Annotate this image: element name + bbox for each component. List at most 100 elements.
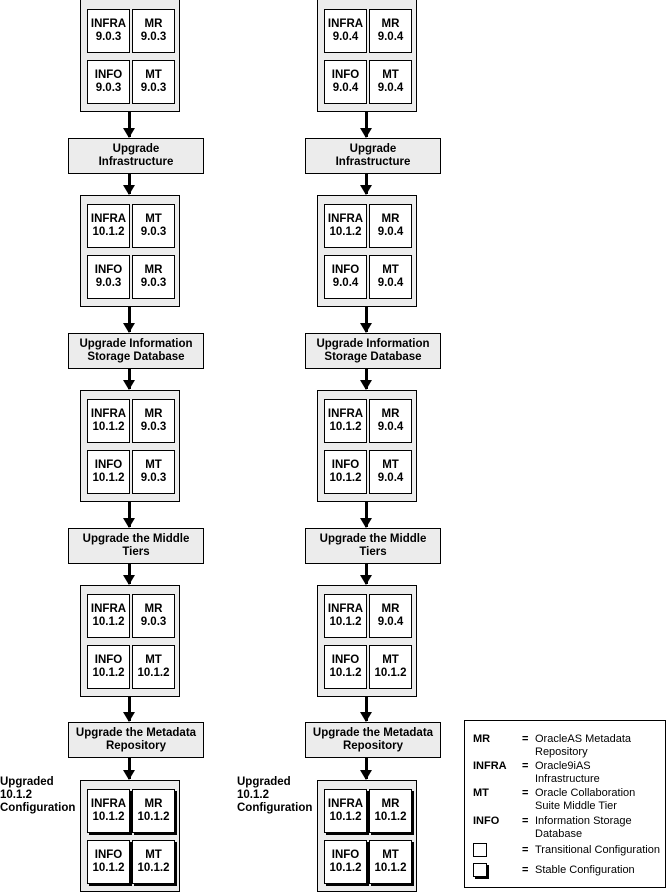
component-version: 9.0.4: [332, 31, 359, 43]
legend-key: INFO: [473, 815, 500, 827]
component-name: INFO: [94, 69, 123, 81]
transitional-configuration-swatch: [473, 843, 487, 857]
flow-arrow: [360, 174, 372, 195]
legend-symbol-stable: = Stable Configuration: [473, 863, 663, 880]
component-name: MT: [382, 849, 399, 861]
final-label-line: Configuration: [0, 802, 76, 814]
step-label-line: Upgrade the Metadata: [75, 727, 197, 739]
legend-symbol-transitional: =Transitional Configuration: [473, 843, 663, 860]
component-name: MR: [381, 603, 400, 615]
legend-definition-line: OracleAS Metadata: [535, 733, 631, 745]
legend-definition: Transitional Configuration: [535, 844, 660, 856]
legend-key: MR: [473, 733, 491, 745]
component-version: 9.0.4: [332, 277, 359, 289]
component-version: 10.1.2: [329, 616, 362, 628]
component-version: 9.0.3: [140, 277, 167, 289]
step-label-line: Infrastructure: [335, 156, 411, 168]
component-name: INFRA: [90, 213, 127, 225]
step-label-line: Storage Database: [324, 351, 422, 363]
component-name: INFO: [331, 654, 360, 666]
component-version: 9.0.3: [140, 421, 167, 433]
component-version: 10.1.2: [329, 667, 362, 679]
legend-equals: =: [522, 815, 529, 827]
component-version: 9.0.4: [377, 472, 404, 484]
step-label-line: Upgrade the Middle: [319, 533, 427, 545]
component-name: INFRA: [90, 798, 127, 810]
component-name: MT: [145, 459, 162, 471]
component-name: MT: [382, 459, 399, 471]
component-name: INFO: [94, 849, 123, 861]
component-name: MR: [381, 798, 400, 810]
component-version: 10.1.2: [92, 862, 125, 874]
legend-equals: =: [522, 733, 529, 745]
component-version: 10.1.2: [92, 667, 125, 679]
component-version: 9.0.3: [140, 226, 167, 238]
legend-definition-line: Oracle Collaboration: [535, 787, 636, 799]
component-version: 9.0.3: [140, 82, 167, 94]
legend-definition: Stable Configuration: [535, 864, 635, 876]
component-version: 9.0.4: [377, 226, 404, 238]
legend-definition-line: Database: [535, 827, 583, 840]
step-label-line: Infrastructure: [98, 156, 174, 168]
component-version: 10.1.2: [92, 472, 125, 484]
component-version: 9.0.3: [95, 82, 122, 94]
component-name: INFO: [331, 69, 360, 81]
legend-equals: =: [522, 864, 529, 876]
component-name: INFO: [331, 459, 360, 471]
flow-arrow: [123, 307, 135, 333]
flow-arrow: [360, 758, 372, 780]
legend-definition-line: Suite Middle Tier: [535, 799, 617, 812]
component-version: 10.1.2: [329, 226, 362, 238]
step-label-line: Upgrade: [112, 143, 160, 155]
final-label-line: 10.1.2: [237, 789, 269, 801]
final-label-line: Upgraded: [0, 776, 54, 788]
component-version: 10.1.2: [329, 421, 362, 433]
component-name: MR: [381, 213, 400, 225]
component-name: INFRA: [327, 18, 364, 30]
flow-arrow: [360, 369, 372, 390]
component-version: 9.0.4: [332, 82, 359, 94]
legend-equals: =: [522, 787, 529, 799]
step-label-line: Tiers: [122, 546, 150, 558]
component-version: 9.0.3: [140, 472, 167, 484]
component-version: 10.1.2: [92, 616, 125, 628]
component-version: 10.1.2: [329, 472, 362, 484]
component-name: MT: [145, 654, 162, 666]
component-version: 9.0.4: [377, 277, 404, 289]
component-name: MR: [144, 264, 163, 276]
component-name: MR: [144, 18, 163, 30]
component-name: MR: [381, 408, 400, 420]
final-label-line: 10.1.2: [0, 789, 32, 801]
component-name: INFRA: [327, 213, 364, 225]
component-name: INFRA: [90, 603, 127, 615]
